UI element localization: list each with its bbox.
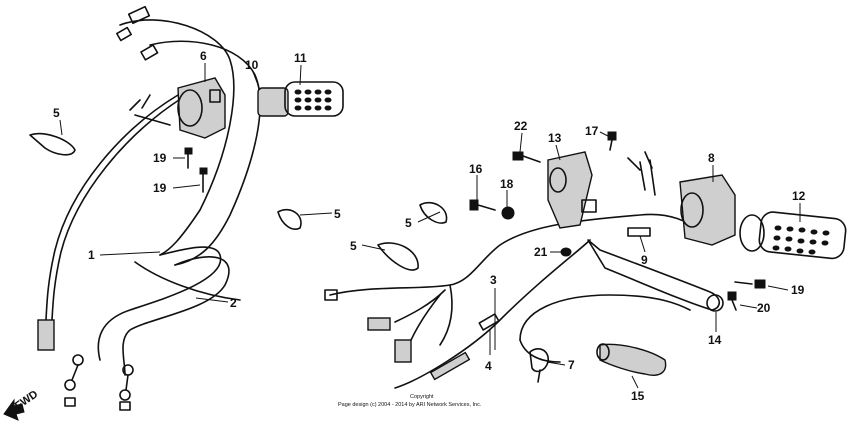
callout-5b: 5 [334,207,341,221]
callout-7: 7 [568,358,575,372]
copyright-line-2: Page design (c) 2004 - 2014 by ARI Netwo… [338,402,482,408]
callout-19a: 19 [153,151,167,165]
clutch-cable [394,239,691,389]
callout-16: 16 [469,162,483,176]
callout-6: 6 [200,49,207,63]
cable-clamp-7 [529,348,549,383]
callout-15: 15 [631,389,645,403]
callout-11: 11 [294,51,307,65]
callout-4: 4 [485,359,492,373]
callout-1: 1 [88,248,95,262]
copyright-notice: Copyright Page design (c) 2004 - 2014 by… [338,394,482,408]
fwd-label: FWD [13,388,40,412]
clutch-switch [596,343,667,376]
callout-5d: 5 [350,239,357,253]
right-bolts [727,279,766,311]
cable-end-fittings [37,5,159,411]
wiring-harness [324,213,701,363]
copyright-line-1: Copyright [410,394,434,400]
callout-14: 14 [708,333,722,347]
throttle-cable-2 [122,40,261,376]
callout-12: 12 [792,189,806,203]
throttle-grip [257,81,344,117]
callout-22: 22 [514,119,528,133]
callout-17: 17 [585,124,599,138]
callout-18: 18 [500,177,514,191]
callout-19b: 19 [153,181,167,195]
cable-clamps [29,132,448,271]
left-bolts [184,147,208,193]
throttle-cable-1 [45,19,235,361]
right-grip [739,211,847,260]
callout-2: 2 [230,296,237,310]
callout-3: 3 [490,273,497,287]
callout-19c: 19 [791,283,805,297]
clutch-lever-holder [547,151,597,229]
holder-bolts [469,131,617,257]
callout-9: 9 [641,253,648,267]
callout-labels: 1 2 3 4 5 5 5 5 6 7 8 9 10 11 12 13 14 1… [53,49,806,403]
callout-5a: 5 [53,106,60,120]
right-switch-housing [627,151,736,246]
leader-lines [59,63,801,389]
callout-20: 20 [757,301,771,315]
callout-8: 8 [708,151,715,165]
callout-5c: 5 [405,216,412,230]
callout-13: 13 [548,131,562,145]
clutch-lever [587,227,724,312]
left-switch-housing [129,77,226,139]
callout-10: 10 [245,58,259,72]
fwd-arrow: FWD [3,388,40,421]
callout-21: 21 [534,245,548,259]
